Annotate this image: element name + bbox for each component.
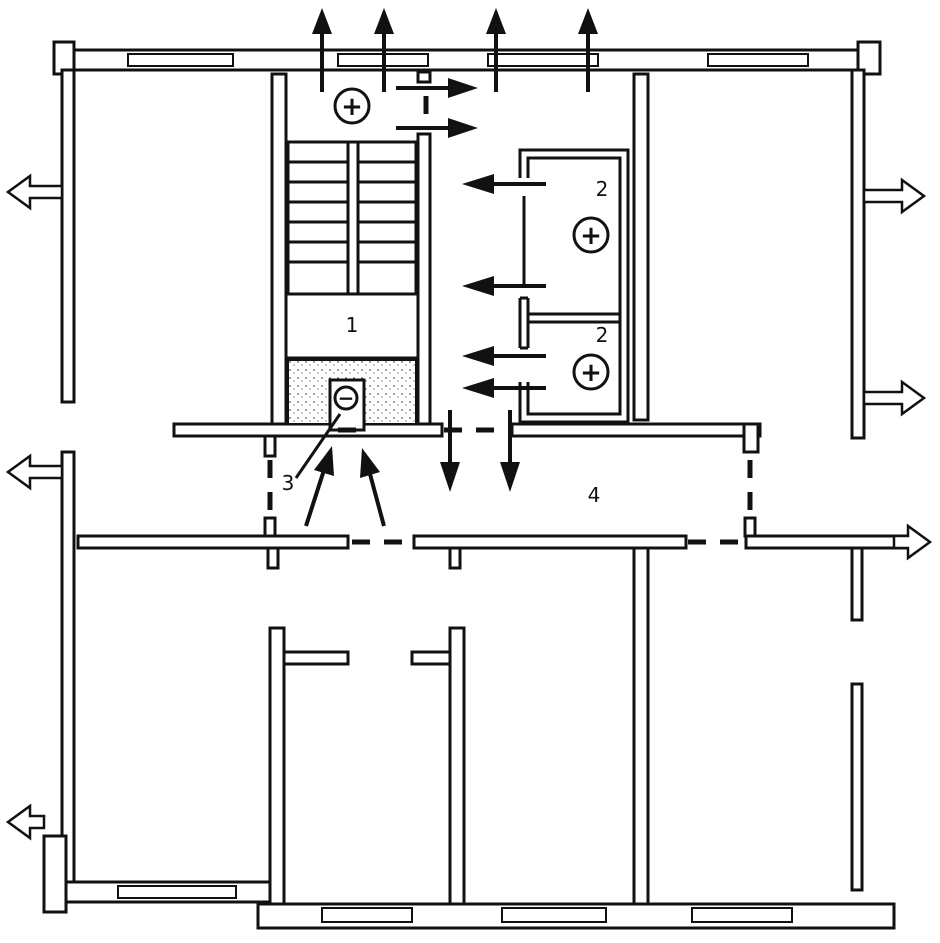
outer-walls [42,40,896,930]
minus-symbol-vent: − [333,385,359,411]
label-vent: 3 [282,471,295,495]
airflow-arrows [304,8,598,527]
inner-walls [76,70,910,906]
plus-symbol-zone-b: + [572,353,610,391]
leader-line-vent [294,413,342,479]
plus-symbol-text: + [341,92,363,122]
label-zone-a: 2 [596,177,609,201]
plus-symbol-top: + [333,87,371,125]
pressurized-zones [518,148,630,424]
exterior-arrows [5,173,933,841]
label-stair-room: 1 [346,313,359,337]
staircase [286,140,418,432]
label-zone-b: 2 [596,323,609,347]
plus-symbol-text: + [580,221,602,251]
plus-symbol-text: + [580,358,602,388]
minus-symbol-text: − [338,386,355,410]
door-openings [267,96,753,545]
label-corridor: 4 [588,483,601,507]
plus-symbol-zone-a: + [572,216,610,254]
